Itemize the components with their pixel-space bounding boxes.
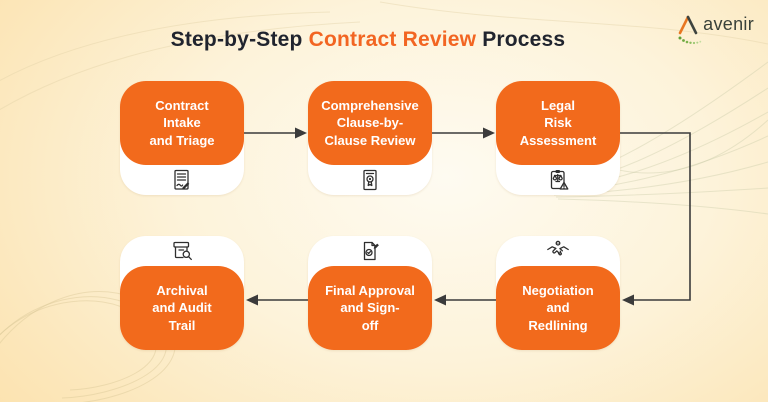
aavenir-logo: avenir xyxy=(677,14,754,48)
contract-intake-document-pen-icon xyxy=(174,169,190,190)
clipboard-scales-warning-icon xyxy=(550,170,569,190)
step-card-final-approval: Final Approval and Sign- off xyxy=(308,236,432,350)
connector-step1-step2 xyxy=(244,127,307,139)
page-title-highlight: Contract Review xyxy=(308,28,477,51)
step-label: Legal Risk Assessment xyxy=(519,98,597,148)
step-label: Contract Intake and Triage xyxy=(149,98,215,148)
step-card-label-panel: Comprehensive Clause-by- Clause Review xyxy=(308,81,432,165)
page-title: Step-by-Step Contract Review Process xyxy=(0,28,736,52)
document-check-pen-icon xyxy=(363,241,379,261)
step-card-clause-review: Comprehensive Clause-by- Clause Review xyxy=(308,81,432,195)
logo-mark-icon xyxy=(678,15,702,45)
archive-magnifier-icon xyxy=(173,241,192,261)
step-card-contract-intake: Contract Intake and Triage xyxy=(120,81,244,195)
step-card-label-panel: Negotiation and Redlining xyxy=(496,266,620,350)
step-label: Archival and Audit Trail xyxy=(152,283,212,333)
step-card-label-panel: Archival and Audit Trail xyxy=(120,266,244,350)
step-label: Comprehensive Clause-by- Clause Review xyxy=(321,98,419,148)
handshake-icon xyxy=(547,240,569,256)
connector-step4-step5 xyxy=(434,294,496,306)
step-icon-panel xyxy=(496,165,620,195)
step-card-negotiation: Negotiation and Redlining xyxy=(496,236,620,350)
step-icon-panel xyxy=(120,165,244,195)
page-title-suffix: Process xyxy=(476,28,566,51)
step-card-label-panel: Final Approval and Sign- off xyxy=(308,266,432,350)
clause-review-document-seal-icon xyxy=(363,169,377,191)
connector-step3-step4 xyxy=(620,132,691,306)
step-icon-panel xyxy=(308,165,432,195)
step-card-label-panel: Legal Risk Assessment xyxy=(496,81,620,165)
connector-step2-step3 xyxy=(432,127,495,139)
step-card-legal-risk: Legal Risk Assessment xyxy=(496,81,620,195)
step-icon-panel xyxy=(120,236,244,266)
logo-dots-swoosh xyxy=(678,36,702,45)
connector-step5-step6 xyxy=(246,294,308,306)
step-card-label-panel: Contract Intake and Triage xyxy=(120,81,244,165)
step-icon-panel xyxy=(496,236,620,266)
step-icon-panel xyxy=(308,236,432,266)
step-label: Negotiation and Redlining xyxy=(522,283,594,333)
logo-wordmark: avenir xyxy=(703,14,754,34)
step-label: Final Approval and Sign- off xyxy=(325,283,415,333)
step-card-archival: Archival and Audit Trail xyxy=(120,236,244,350)
page-title-prefix: Step-by-Step xyxy=(170,28,309,51)
